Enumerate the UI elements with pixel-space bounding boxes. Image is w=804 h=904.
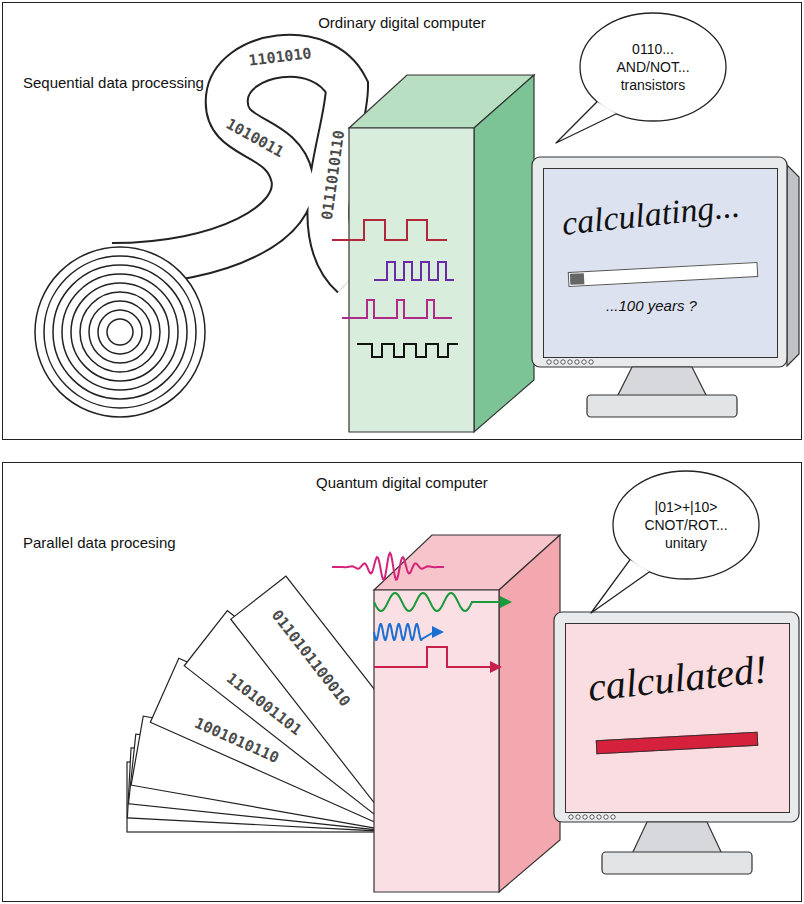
computer-box-part bbox=[374, 590, 499, 892]
tape-roll-part bbox=[98, 310, 142, 354]
computer-box bbox=[374, 535, 560, 892]
monitor-part bbox=[587, 395, 737, 417]
monitor-part-part bbox=[547, 360, 551, 364]
tape-roll-part bbox=[89, 301, 151, 363]
monitor-part bbox=[632, 822, 722, 854]
screen-message: calculated! bbox=[586, 645, 770, 711]
quantum-signals bbox=[332, 553, 512, 673]
bubble-text: 0110... AND/NOT... transistors bbox=[607, 40, 699, 95]
monitor-part-part bbox=[589, 360, 593, 364]
monitor-part-part bbox=[561, 360, 565, 364]
digital-signals-part bbox=[374, 262, 454, 280]
binary-data: 1101001101 bbox=[223, 669, 305, 739]
monitor-part-part bbox=[575, 360, 579, 364]
digital-signals bbox=[332, 220, 458, 357]
tape-roll-part bbox=[44, 256, 196, 408]
binary-data: 0110101100010 bbox=[268, 606, 354, 710]
computer-box-part bbox=[474, 75, 534, 432]
speech-bubble: 0110... AND/NOT... transistors bbox=[578, 11, 728, 123]
binary-data: 1001010110 bbox=[192, 714, 282, 767]
monitor-part bbox=[532, 157, 787, 367]
quantum-signals-part bbox=[374, 593, 502, 611]
monitor-part-part bbox=[576, 815, 580, 819]
monitor-screen: calculated! bbox=[565, 623, 790, 813]
monitor-part bbox=[617, 367, 707, 397]
quantum-signals-part bbox=[490, 661, 502, 673]
monitor-part-part bbox=[597, 815, 601, 819]
sheet-frame: 1001010110 bbox=[151, 659, 426, 833]
screen-message: calculating... bbox=[560, 186, 741, 242]
quantum-signals-part bbox=[432, 626, 444, 638]
computer-panel: Quantum digital computerParallel data pr… bbox=[2, 462, 802, 902]
monitor-part-part bbox=[568, 360, 572, 364]
bubble-text: |01>+|10> CNOT/ROT... unitary bbox=[640, 498, 732, 553]
quantum-signals-part bbox=[374, 624, 434, 640]
monitor-part-part bbox=[604, 815, 608, 819]
monitor bbox=[532, 157, 799, 417]
bubble-tail bbox=[556, 102, 617, 143]
binary-data: 1101010 bbox=[248, 44, 313, 70]
monitor-part bbox=[787, 165, 799, 366]
sheet-frame: 1101001101 bbox=[185, 612, 441, 833]
monitor-screen: calculating... ...100 years ? bbox=[543, 168, 778, 358]
monitor-part-part bbox=[554, 360, 558, 364]
panel-subtitle: Sequential data processing bbox=[23, 74, 204, 91]
monitor-part bbox=[602, 852, 752, 874]
bubble-tail bbox=[591, 560, 650, 613]
digital-signals-part bbox=[332, 220, 447, 240]
quantum-signals-part bbox=[500, 596, 512, 608]
computer-box bbox=[349, 75, 534, 432]
monitor bbox=[554, 612, 799, 874]
tape-roll-part bbox=[62, 274, 178, 390]
digital-signals-part bbox=[357, 344, 458, 357]
monitor-part bbox=[547, 360, 593, 364]
panel-subtitle: Parallel data procesing bbox=[23, 534, 176, 551]
binary-data: 1010011 bbox=[223, 115, 287, 161]
digital-signals-part bbox=[342, 300, 452, 318]
computer-box-part bbox=[499, 535, 560, 892]
monitor-part-part bbox=[582, 360, 586, 364]
monitor-part-part bbox=[611, 815, 615, 819]
computer-box-part bbox=[349, 128, 474, 432]
tape-roll-part bbox=[80, 292, 160, 372]
quantum-signals-part bbox=[332, 553, 444, 580]
computer-panel: Ordinary digital computerSequential data… bbox=[2, 2, 802, 440]
monitor-part-part bbox=[569, 815, 573, 819]
monitor-part bbox=[554, 612, 799, 822]
speech-bubble: |01>+|10> CNOT/ROT... unitary bbox=[611, 469, 761, 581]
tape-roll-part bbox=[35, 247, 205, 417]
monitor-part bbox=[569, 815, 615, 819]
monitor-part-part bbox=[590, 815, 594, 819]
screen-note: ...100 years ? bbox=[606, 297, 697, 314]
progress-fill bbox=[570, 273, 585, 285]
quantum-signals-part bbox=[374, 647, 492, 667]
tape-roll-part bbox=[107, 319, 133, 345]
progress-bar bbox=[568, 262, 759, 287]
tape-roll bbox=[35, 247, 205, 417]
monitor-part-part bbox=[583, 815, 587, 819]
binary-data: 0111010110 bbox=[318, 129, 348, 221]
tape-roll-part bbox=[53, 265, 187, 399]
quantum-computer-art bbox=[127, 535, 799, 892]
progress-bar-complete bbox=[596, 732, 759, 754]
tape-roll-part bbox=[71, 283, 169, 381]
